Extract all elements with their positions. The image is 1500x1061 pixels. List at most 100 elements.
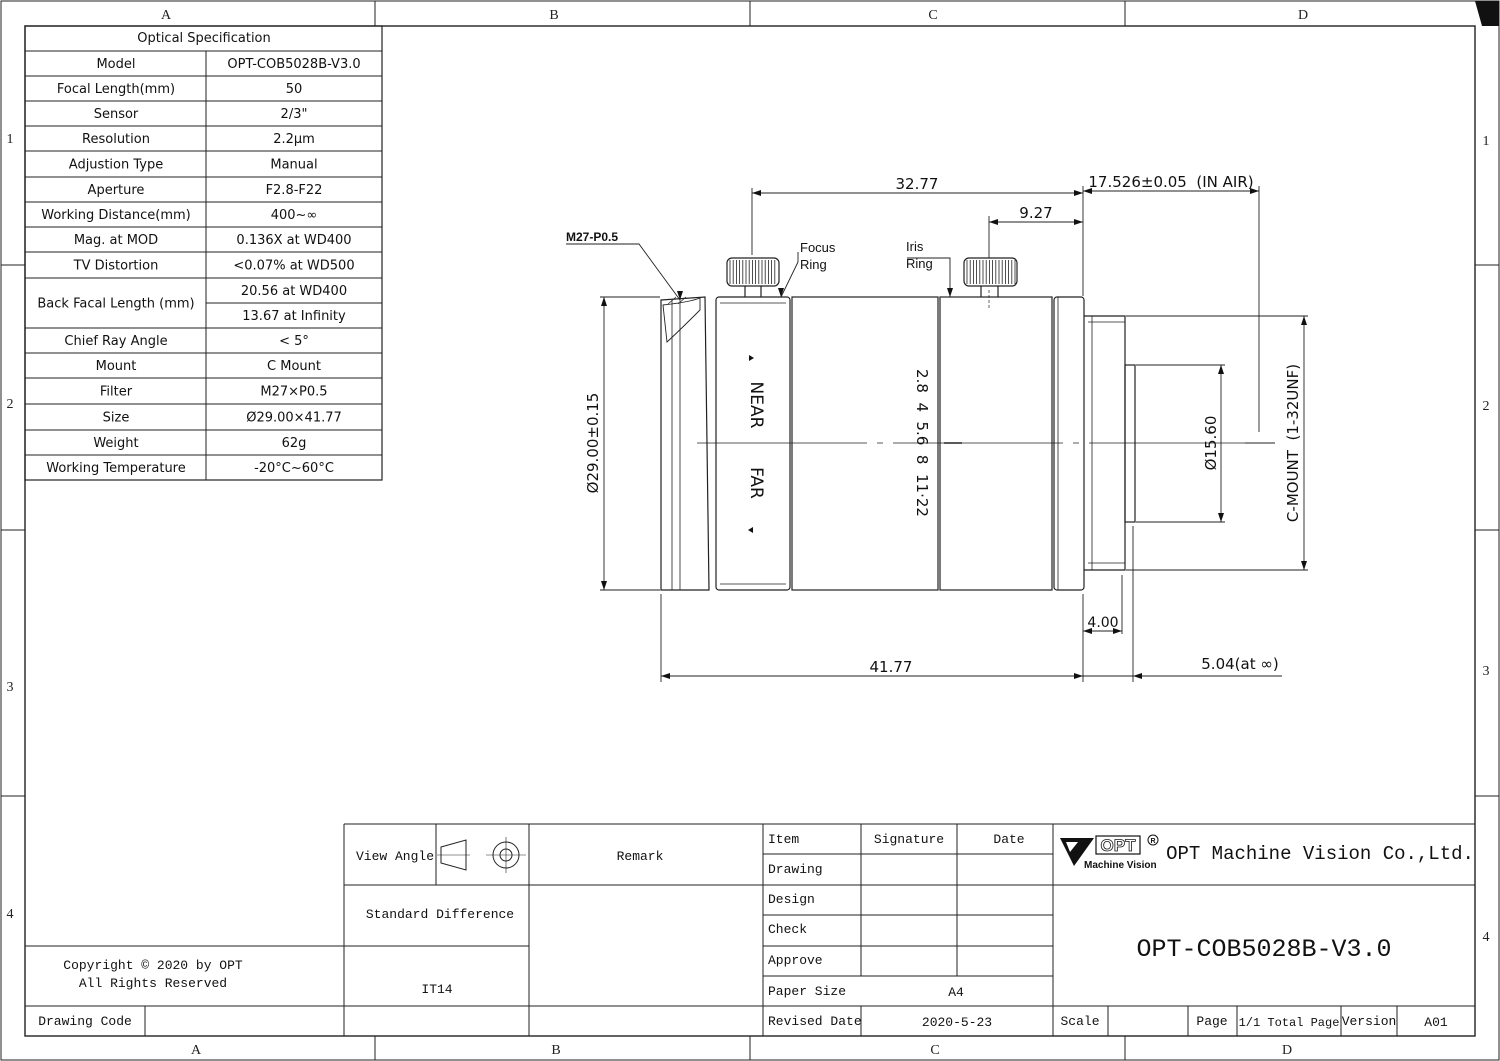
opt-logo: OPT R Machine Vision [1060,834,1159,871]
zone-right-2: 2 [1483,399,1490,414]
arrowhead [1074,219,1083,225]
arrowhead [1301,316,1307,325]
iris-ring-label-2: Ring [906,256,933,271]
spec-value: <0.07% at WD500 [233,259,354,274]
logo-sub: Machine Vision [1084,860,1157,871]
arrowhead [1301,561,1307,570]
spec-value: M27×P0.5 [260,385,327,400]
spec-label: Resolution [82,132,150,147]
spec-label: Size [103,411,130,426]
date-header: Date [993,832,1024,847]
focus-scale: NEAR FAR [746,355,766,533]
dim-rear-diameter: Ø15.60 [1202,416,1220,471]
spec-value: 50 [286,82,303,97]
spec-label: Model [96,57,135,72]
spec-label: Mag. at MOD [74,233,158,248]
zone-top-d: D [1298,8,1308,23]
spec-value: < 5° [279,334,309,349]
tolerance-value: IT14 [421,982,452,997]
arrowhead [947,288,953,297]
signature-header: Signature [874,832,944,847]
item-header: Item [768,832,799,847]
spec-label: Mount [96,359,137,374]
aperture-scale: 2.8 4 5.6 8 11·22 [913,369,931,517]
zone-top-a: A [161,8,172,23]
dim-outer-diameter: Ø29.00±0.15 [584,393,602,494]
spec-value: Ø29.00×41.77 [246,411,342,426]
paper-size-value: A4 [948,985,964,1000]
arrowhead [601,581,607,590]
spec-label: Working Distance(mm) [41,208,190,223]
dimension-arrows [601,188,1307,679]
item-drawing: Drawing [768,862,823,877]
mount-label: C-MOUNT (1-32UNF) [1284,364,1302,522]
dim-4-00: 4.00 [1087,615,1118,631]
total-pages: 1/1 Total Page [1239,1016,1340,1030]
focus-knob [726,257,780,297]
dimension-lines [566,186,1308,682]
standard-difference-label: Standard Difference [366,907,514,922]
spec-label: Adjustion Type [69,158,163,173]
zone-left-3: 3 [7,680,14,695]
zone-top-b: B [549,8,558,23]
arrowhead [1133,673,1142,679]
near-label: NEAR [746,382,766,429]
far-label: FAR [746,467,766,499]
spec-value: 2.2μm [273,132,315,147]
spec-label: TV Distortion [73,259,159,274]
rear-lens-tube [1124,364,1136,523]
arrowhead [661,673,670,679]
part-number: OPT-COB5028B-V3.0 [1136,935,1391,964]
iris-ring-label-1: Iris [906,239,924,254]
zone-bottom-a: A [191,1043,202,1058]
rear-ring [1053,296,1085,591]
dimension-texts: 32.77 9.27 17.526±0.05 (IN AIR) Ø29.00±0… [566,173,1302,676]
iris-ring [939,296,1053,591]
spec-table-title: Optical Specification [137,31,271,46]
view-angle-label: View Angle [356,849,434,864]
version-label: Version [1342,1014,1397,1029]
spec-value: 2/3" [281,107,308,122]
zone-bottom-c: C [930,1043,939,1058]
arrowhead [1218,365,1224,374]
paper-size-label: Paper Size [768,984,846,999]
arrowhead [1074,673,1083,679]
spec-label: Sensor [94,107,139,122]
focus-ring [715,296,791,591]
arrowhead [778,288,784,297]
focus-ring-label-1: Focus [800,240,836,255]
arrowhead [1113,628,1122,634]
dim-41-77: 41.77 [870,658,913,676]
spec-label: Aperture [88,183,145,198]
title-block [25,823,1475,1036]
iris-knob [963,257,1018,310]
zone-bottom-b: B [551,1043,560,1058]
logo-brand: OPT [1101,836,1137,855]
arrowhead [1074,190,1083,196]
zone-top-c: C [928,8,937,23]
arrowhead [1083,188,1092,194]
zone-left-4: 4 [7,907,14,922]
spec-value: 62g [282,436,307,451]
front-ring [660,296,710,591]
main-barrel [791,296,939,591]
spec-value: 400~∞ [271,208,318,223]
spec-value: Manual [270,158,317,173]
drawing-code-label: Drawing Code [38,1014,132,1029]
spec-label: Filter [100,385,133,400]
spec-value: 13.67 at Infinity [242,309,346,324]
zone-bottom-d: D [1282,1043,1292,1058]
zone-right-1: 1 [1483,134,1490,149]
revised-date-label: Revised Date [768,1014,862,1029]
page-label: Page [1196,1014,1227,1029]
item-approve: Approve [768,953,823,968]
item-check: Check [768,922,807,937]
zone-right-4: 4 [1483,930,1490,945]
copyright-line-2: All Rights Reserved [79,976,227,991]
spec-label: Back Facal Length (mm) [37,297,194,312]
zone-right-3: 3 [1483,664,1490,679]
arrowhead [677,291,683,300]
